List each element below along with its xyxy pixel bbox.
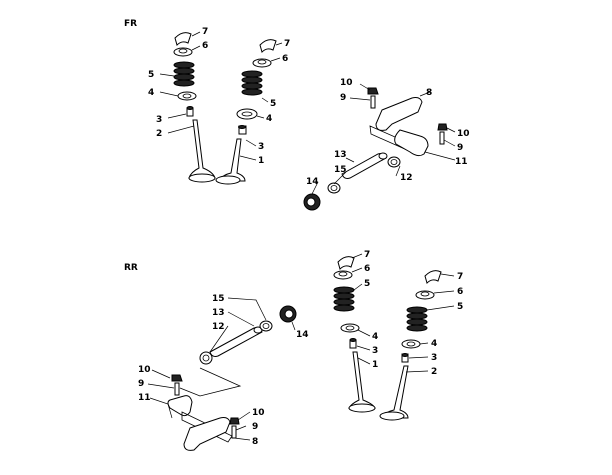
callout-rr-5b: 5	[457, 302, 463, 312]
callout-rr-7b: 7	[457, 272, 463, 282]
callout-rr-3b: 3	[431, 353, 437, 363]
callout-rr-2: 2	[431, 367, 437, 377]
callout-rr-11: 11	[138, 393, 151, 403]
callout-fr-6b: 6	[282, 54, 288, 64]
callout-fr-5b: 5	[270, 99, 276, 109]
callout-fr-7a: 7	[202, 27, 208, 37]
rr-rocker-callouts: 10 9 11 10 9 8	[138, 365, 265, 447]
callout-fr-4b: 4	[266, 114, 272, 124]
callout-rr-9a: 9	[138, 379, 144, 389]
callout-fr-10a: 10	[340, 78, 353, 88]
callout-fr-15: 15	[334, 165, 347, 175]
callout-fr-2a: 2	[156, 129, 162, 139]
callout-fr-9b: 9	[457, 143, 463, 153]
callout-rr-6b: 6	[457, 287, 463, 297]
callout-rr-7a: 7	[364, 250, 370, 260]
callout-fr-8: 8	[426, 88, 432, 98]
callout-rr-8: 8	[252, 437, 258, 447]
fr-rocker-assembly	[303, 87, 448, 211]
fr-valve-callouts: 7 6 5 4 3 2 7 6 5 4 3 1	[148, 27, 290, 166]
callout-fr-6a: 6	[202, 41, 208, 51]
callout-rr-4a: 4	[372, 332, 378, 342]
fr-valve-right	[215, 39, 277, 185]
section-label-fr: FR	[124, 19, 137, 29]
callout-fr-1: 1	[258, 156, 264, 166]
rr-rocker-assembly	[167, 367, 242, 451]
callout-rr-5a: 5	[364, 279, 370, 289]
section-label-rr: RR	[124, 263, 138, 273]
callout-rr-10a: 10	[138, 365, 151, 375]
callout-fr-3b: 3	[258, 142, 264, 152]
callout-rr-4b: 4	[431, 339, 437, 349]
fr-rocker-callouts: 10 9 8 10 9 11 13 15 12 14	[306, 78, 470, 195]
rr-valve-left	[333, 256, 376, 413]
callout-fr-7b: 7	[284, 39, 290, 49]
callout-fr-11: 11	[455, 157, 468, 167]
rr-shaft-assembly	[199, 305, 297, 365]
callout-rr-15: 15	[212, 294, 225, 304]
callout-rr-3a: 3	[372, 346, 378, 356]
callout-rr-6a: 6	[364, 264, 370, 274]
callout-rr-12: 12	[212, 322, 225, 332]
fr-valve-left	[173, 32, 216, 183]
callout-fr-4a: 4	[148, 88, 154, 98]
callout-rr-1: 1	[372, 360, 378, 370]
callout-rr-13: 13	[212, 308, 225, 318]
callout-rr-9b: 9	[252, 422, 258, 432]
callout-fr-9a: 9	[340, 93, 346, 103]
callout-rr-14: 14	[296, 330, 309, 340]
rr-shaft-callouts: 15 13 12 14	[209, 294, 309, 353]
callout-fr-14: 14	[306, 177, 319, 187]
callout-fr-13: 13	[334, 150, 347, 160]
callout-fr-5a: 5	[148, 70, 154, 80]
callout-fr-10b: 10	[457, 129, 470, 139]
callout-fr-3a: 3	[156, 115, 162, 125]
rr-valve-callouts: 7 6 5 4 3 1 7 6 5 4 3 2	[351, 250, 463, 377]
callout-rr-10b: 10	[252, 408, 265, 418]
callout-fr-12: 12	[400, 173, 413, 183]
